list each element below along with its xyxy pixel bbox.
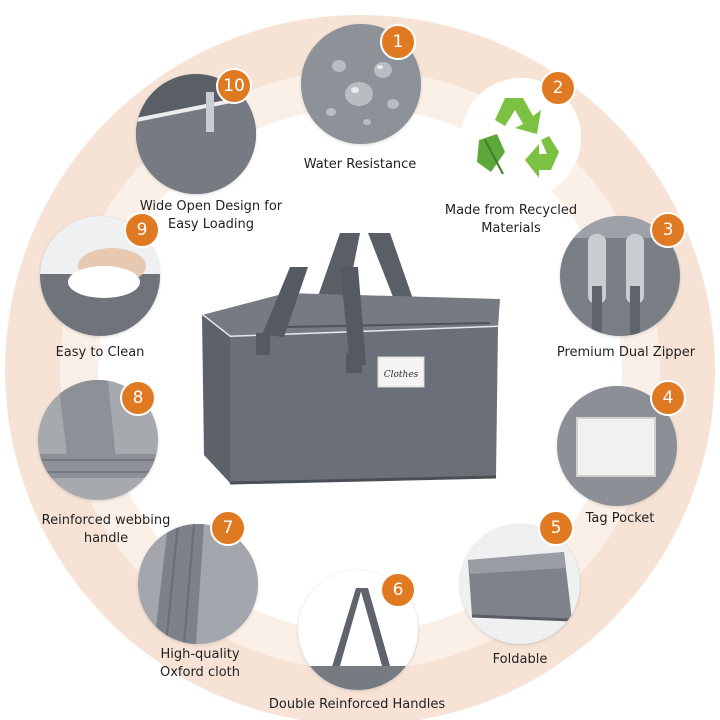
feature-label: Made from Recycled Materials — [444, 203, 578, 236]
oxford-cloth-photo — [138, 524, 258, 644]
feature-label: High-quality Oxford cloth — [159, 647, 240, 680]
feature-label: Water Resistance — [303, 157, 417, 172]
feature-label: Foldable — [492, 652, 548, 667]
feature-label: Double Reinforced Handles — [268, 697, 446, 712]
feature-number-badge: 5 — [538, 510, 574, 546]
tag-pocket-photo — [557, 386, 677, 506]
handles-photo — [298, 570, 418, 690]
feature-number-badge: 1 — [380, 24, 416, 60]
bag-tag-text: Clothes — [384, 370, 419, 380]
feature-number-badge: 10 — [216, 68, 252, 104]
feature-label: Wide Open Design for Easy Loading — [139, 199, 283, 232]
feature-label: Premium Dual Zipper — [556, 345, 696, 360]
storage-bag-image: Clothes — [201, 233, 500, 485]
feature-number-badge: 2 — [540, 70, 576, 106]
feature-number-badge: 6 — [380, 572, 416, 608]
feature-number-badge: 3 — [650, 212, 686, 248]
feature-number-badge: 9 — [124, 212, 160, 248]
recycle-leaf-photo — [461, 78, 581, 198]
feature-number-badge: 4 — [650, 380, 686, 416]
feature-label: Tag Pocket — [585, 511, 655, 526]
feature-label: Reinforced webbing handle — [41, 513, 171, 546]
feature-number-badge: 7 — [210, 510, 246, 546]
feature-label: Easy to Clean — [55, 345, 145, 360]
feature-number-badge: 8 — [120, 380, 156, 416]
